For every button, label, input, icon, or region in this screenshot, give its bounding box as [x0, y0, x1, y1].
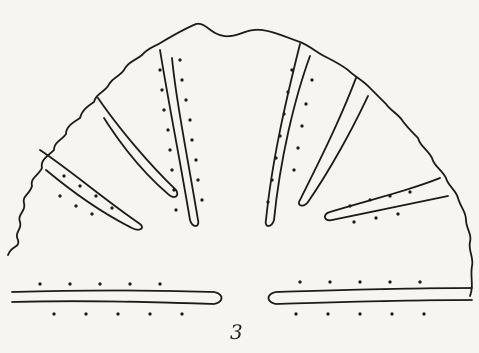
outer-outline — [8, 24, 472, 296]
petal-left-center — [160, 50, 198, 226]
bar-left — [12, 291, 222, 305]
figure-number-label: 3 — [230, 322, 243, 342]
petal-right-center — [266, 44, 310, 226]
petal-upper-left — [40, 150, 142, 230]
petal-mid-left — [98, 98, 177, 197]
petal-upper-right — [325, 178, 448, 220]
petal-mid-right — [299, 78, 368, 206]
bar-right — [269, 288, 473, 304]
